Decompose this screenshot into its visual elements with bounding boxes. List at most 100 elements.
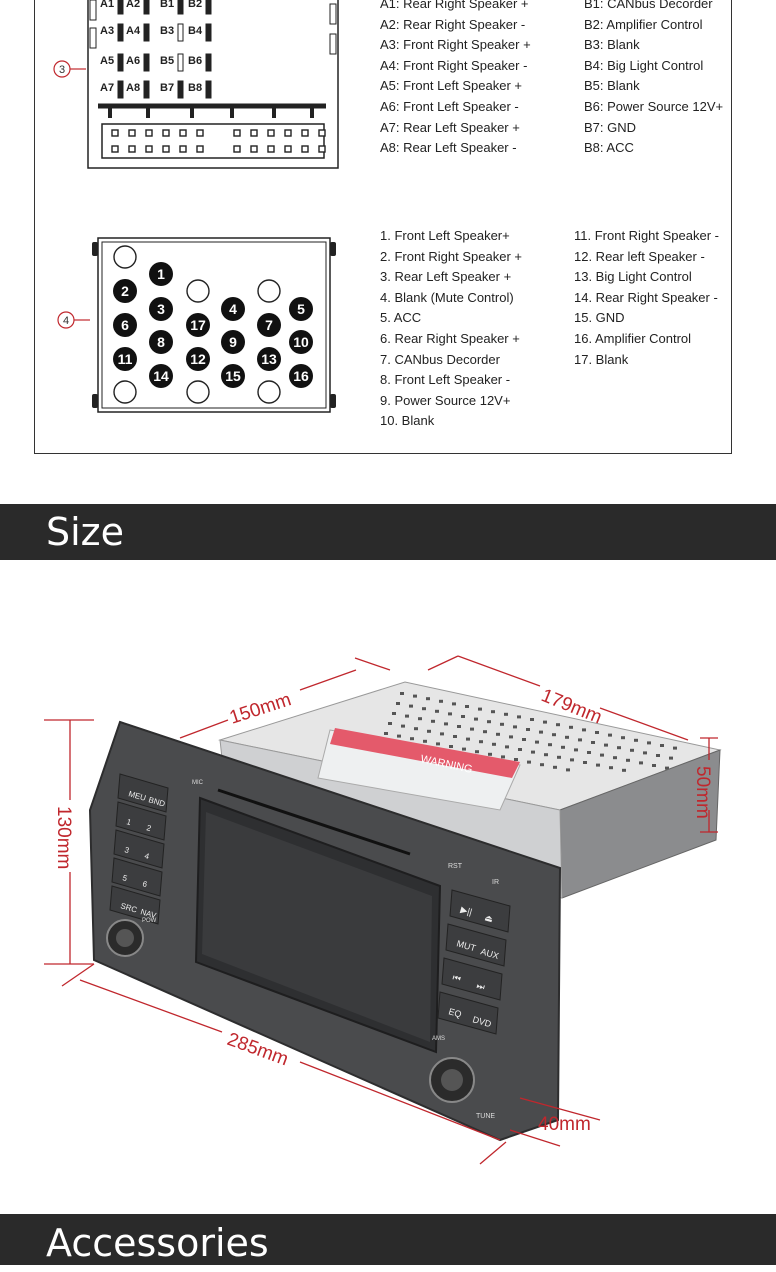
pin-12: 12. Rear left Speaker - — [574, 248, 705, 264]
pin-number-9: 9 — [229, 334, 237, 350]
panel-button — [111, 857, 163, 897]
pin-b2: B2: Amplifier Control — [584, 16, 703, 32]
vent-hole — [426, 697, 430, 701]
vent-hole — [647, 741, 651, 745]
contact-hole — [284, 129, 292, 137]
pin-label-a5: A5 — [100, 55, 115, 67]
pin-slot — [143, 0, 150, 15]
panel-button — [445, 923, 507, 967]
panel-button — [113, 829, 165, 869]
svg-text:3: 3 — [59, 64, 65, 76]
pin-slot — [143, 23, 150, 42]
vent-hole — [409, 704, 413, 708]
pin-label-a6: A6 — [126, 55, 141, 67]
pin-13: 13. Big Light Control — [574, 269, 692, 285]
vent-hole — [570, 758, 574, 762]
vent-hole — [448, 712, 452, 716]
empty-pin — [186, 279, 210, 303]
vent-hole — [583, 761, 587, 764]
panel-button — [449, 889, 511, 933]
empty-pin — [113, 380, 137, 404]
vent-hole — [621, 736, 625, 740]
contact-hole — [250, 129, 258, 137]
vent-hole — [643, 751, 647, 755]
pin-slot — [177, 23, 184, 42]
svg-text:4: 4 — [143, 851, 150, 861]
vent-hole — [609, 766, 613, 770]
accessories-title: Accessories — [46, 1221, 269, 1265]
pin-number-15: 15 — [225, 368, 241, 384]
pin-slot — [117, 53, 124, 72]
pin-11 — [113, 347, 137, 371]
vent-hole — [527, 760, 531, 764]
contact-hole — [318, 145, 326, 153]
vent-hole — [444, 722, 448, 726]
vent-hole — [569, 725, 573, 729]
pin-slot — [177, 0, 184, 15]
pin-label-a2: A2 — [126, 0, 141, 10]
pin-10 — [289, 330, 313, 354]
pin-number-13: 13 — [261, 351, 277, 367]
vent-hole — [578, 738, 582, 742]
contact-hole — [196, 145, 204, 153]
vent-hole — [548, 743, 552, 747]
pin-slot — [143, 53, 150, 72]
vent-hole — [452, 702, 456, 706]
pin-label-b8: B8 — [188, 82, 203, 94]
vent-hole — [552, 733, 556, 737]
pin-16: 16. Amplifier Control — [574, 330, 692, 346]
pin-13 — [257, 347, 281, 371]
vent-hole — [483, 730, 487, 734]
contact-hole — [267, 145, 275, 153]
vent-hole — [405, 714, 409, 718]
vent-hole — [604, 743, 608, 747]
pin-number-7: 7 — [265, 317, 273, 333]
contact-hole — [111, 129, 119, 137]
pin-label-b2: B2 — [188, 0, 203, 10]
pin-a4: A4: Front Right Speaker - — [380, 57, 528, 73]
vent-hole — [418, 717, 422, 721]
vent-hole — [413, 694, 417, 698]
vent-hole — [622, 768, 626, 772]
svg-text:4: 4 — [63, 315, 69, 327]
svg-text:40mm: 40mm — [538, 1114, 591, 1135]
pin-a3: A3: Front Right Speaker + — [380, 37, 531, 53]
vent-hole — [384, 732, 388, 735]
svg-text:▶||: ▶|| — [459, 904, 473, 917]
vent-hole — [479, 740, 483, 744]
vent-hole — [466, 737, 470, 741]
svg-text:MIC: MIC — [192, 780, 204, 786]
pin-number-12: 12 — [190, 351, 206, 367]
contact-hole — [145, 145, 153, 153]
pin-10: 10. Blank — [380, 413, 435, 429]
empty-pin — [257, 279, 281, 303]
vent-hole — [574, 748, 578, 752]
vent-hole — [470, 727, 474, 731]
vent-hole — [500, 722, 504, 726]
svg-text:POW: POW — [142, 918, 157, 924]
vent-hole — [423, 739, 427, 743]
pin-17: 17. Blank — [574, 351, 629, 367]
contact-hole — [250, 145, 258, 153]
vent-hole — [439, 699, 443, 703]
vent-hole — [600, 753, 604, 757]
vent-hole — [435, 709, 439, 713]
vent-hole — [504, 712, 508, 716]
pin-a8: A8: Rear Left Speaker - — [380, 140, 517, 156]
pin-12 — [186, 347, 210, 371]
vent-hole — [388, 722, 392, 725]
vent-hole — [461, 715, 465, 718]
accessories-section-header: Accessories — [0, 1214, 776, 1265]
pin-slot — [117, 23, 124, 42]
pin-label-b7: B7 — [160, 82, 175, 94]
pin-number-16: 16 — [293, 368, 309, 384]
vent-hole — [478, 707, 482, 711]
connector-3-diagram — [87, 0, 339, 169]
pin-number-3: 3 — [157, 301, 165, 317]
pin-slot — [205, 0, 212, 15]
pin-9: 9. Power Source 12V+ — [380, 392, 511, 408]
vent-hole — [553, 765, 557, 769]
vent-hole — [474, 717, 478, 721]
pin-5 — [289, 297, 313, 321]
connector-3-list-b: B1: CANbus Decorder B2: Amplifier Contro… — [584, 0, 723, 159]
